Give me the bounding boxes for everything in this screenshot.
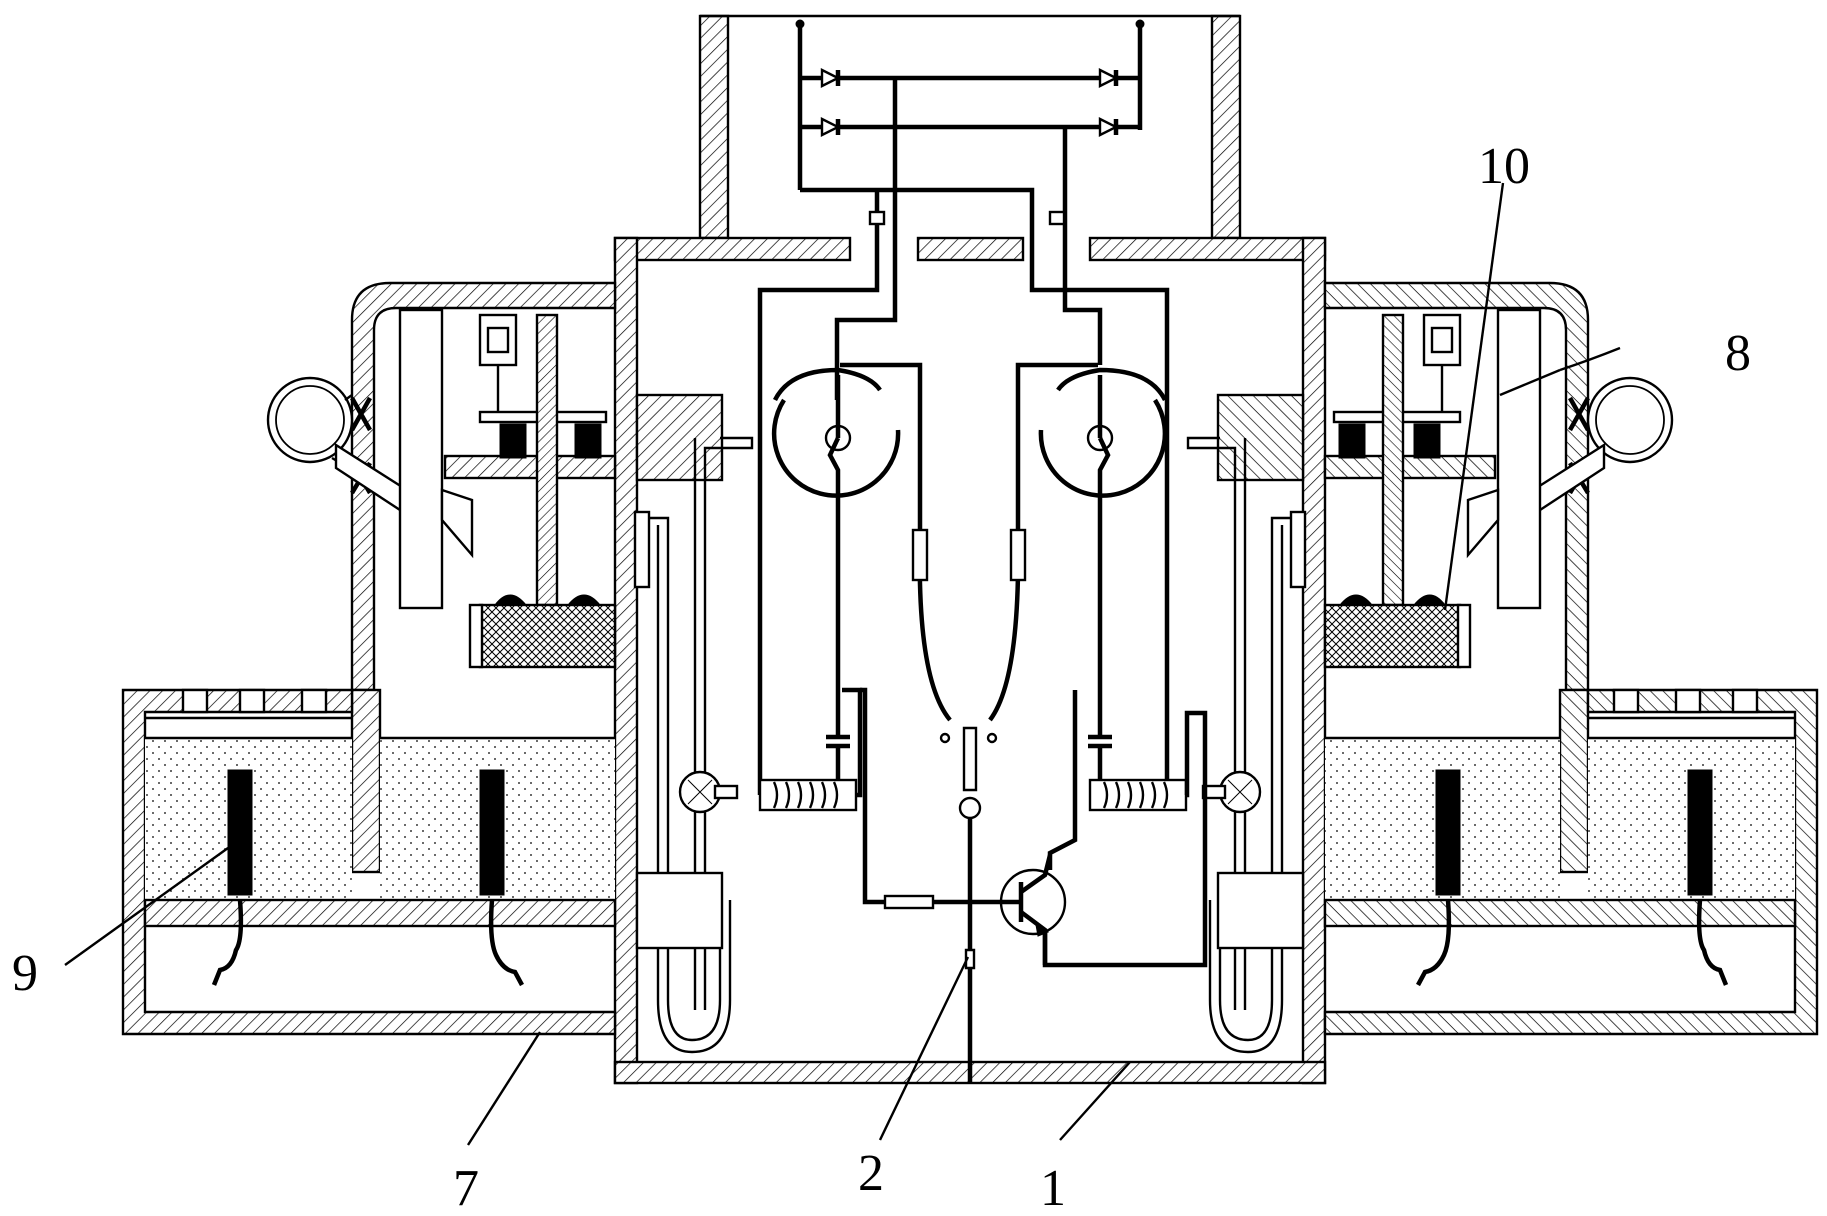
label-7: 7 [453, 1160, 479, 1216]
label-10: 10 [1478, 138, 1530, 195]
label-8: 8 [1725, 325, 1751, 382]
right-outer-chamber [1325, 283, 1817, 1034]
control-circuit [760, 20, 1205, 1082]
label-9: 9 [12, 945, 38, 1002]
label-2: 2 [858, 1145, 884, 1202]
left-outer-chamber [123, 283, 615, 1034]
label-1: 1 [1040, 1160, 1066, 1216]
left-inner-assembly [635, 395, 752, 1052]
